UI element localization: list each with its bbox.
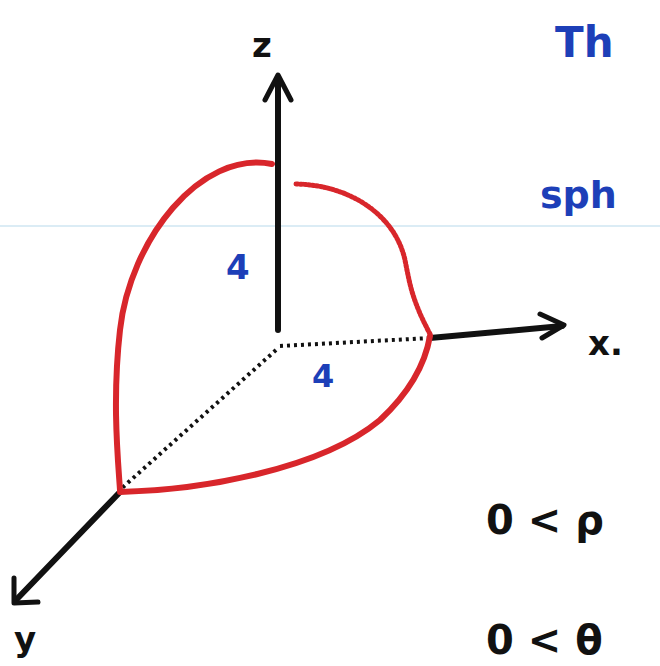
note-text: Th [555, 22, 614, 64]
y-axis [16, 492, 120, 600]
dimension-label: 4 [312, 360, 334, 392]
axis-label: y [14, 622, 36, 656]
axis-label: z [252, 28, 272, 62]
z-arrowhead [265, 75, 291, 100]
axis-label: x. [588, 326, 623, 360]
sphere-outline-front [116, 163, 272, 490]
y-arrowhead [14, 578, 38, 603]
sphere-outline-bottom [120, 336, 430, 492]
ruled-line [0, 225, 660, 227]
x-arrowhead [540, 314, 564, 338]
note-text: sph [540, 176, 617, 214]
sphere-outline-back [296, 184, 430, 334]
note-text: 0 < θ [486, 620, 603, 660]
z-axis [275, 80, 281, 330]
note-text: 0 < ρ [486, 500, 604, 540]
x-axis-hidden [280, 338, 430, 346]
dimension-label: 4 [226, 250, 250, 284]
y-axis-hidden [122, 350, 276, 488]
